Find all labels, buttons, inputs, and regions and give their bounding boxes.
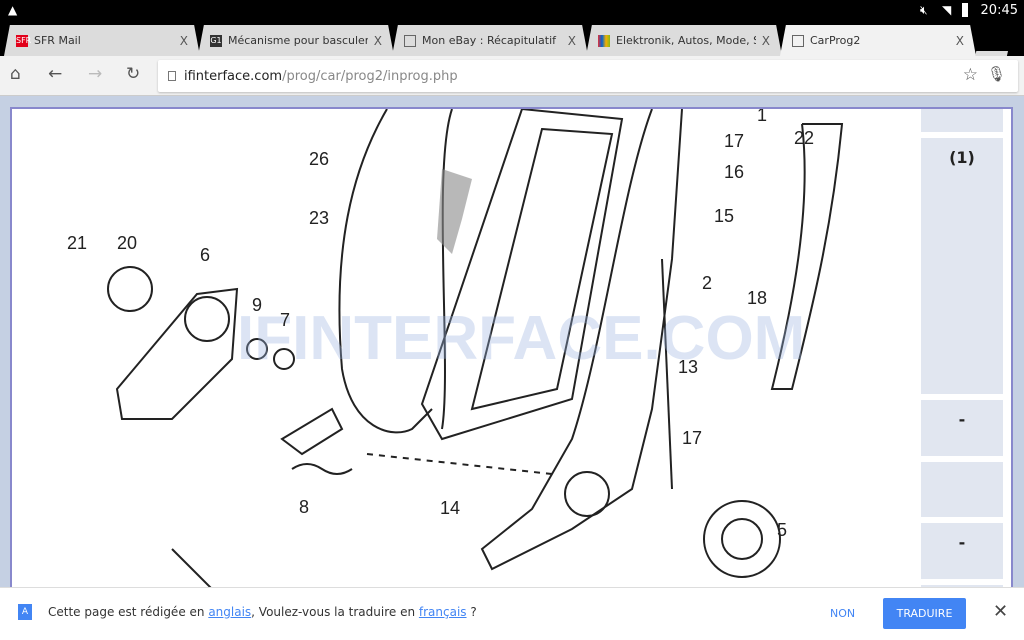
no-button[interactable]: NON [830, 607, 856, 620]
target-language-link[interactable]: français [418, 605, 467, 619]
status-bar: ▲ 🔇︎ ◥ 20:45 [0, 0, 1024, 22]
close-tab-icon[interactable]: X [761, 33, 770, 48]
notification-icon: ▲ [8, 3, 18, 17]
microphone-icon[interactable]: 🎙︎ [986, 65, 1006, 83]
tab-title: Mécanisme pour basculer les [228, 34, 368, 47]
close-tab-icon[interactable]: X [567, 33, 576, 48]
tab-elektronik[interactable]: Elektronik, Autos, Mode, Sa X [586, 25, 782, 56]
url-host: ifinterface.com [184, 68, 283, 84]
callout-5: 5 [777, 520, 787, 540]
back-icon[interactable]: ← [48, 64, 63, 84]
callout-2: 2 [702, 273, 712, 293]
callout-1: 1 [757, 109, 767, 125]
url-path: /prog/car/prog2/inprog.php [282, 68, 458, 84]
message-text: ? [466, 605, 477, 619]
page-icon [404, 34, 416, 47]
message-text: Cette page est rédigée en [48, 605, 209, 619]
side-cell: - [921, 400, 1003, 456]
close-tab-icon[interactable]: X [373, 33, 382, 48]
mute-icon: 🔇︎ [920, 3, 928, 17]
close-tab-icon[interactable]: X [955, 33, 964, 48]
callout-13: 13 [678, 357, 698, 377]
callout-23: 23 [309, 208, 329, 228]
callout-20: 20 [117, 233, 137, 253]
page-icon [168, 71, 176, 81]
callout-18: 18 [747, 288, 767, 308]
callout-21: 21 [67, 233, 87, 253]
seat-frame [420, 109, 624, 441]
side-cell [921, 109, 1003, 132]
source-language-link[interactable]: anglais [208, 605, 252, 619]
browser-toolbar: ⌂ ← → ↻ ifinterface.com/prog/car/prog2/i… [0, 56, 1024, 96]
callout-17: 17 [682, 428, 702, 448]
close-icon[interactable]: ✕ [993, 601, 1009, 622]
side-cell: - [921, 523, 1003, 579]
ebay-bag-icon [598, 34, 610, 47]
side-cell [921, 462, 1003, 517]
callout-8: 8 [299, 497, 309, 517]
side-cell [921, 585, 1003, 587]
bracket-plate [115, 287, 239, 420]
close-tab-icon[interactable]: X [179, 33, 188, 48]
tab-carprog2[interactable]: CarProg2 X [780, 25, 976, 56]
sfr-favicon-icon: SFR [16, 34, 32, 47]
bookmark-star-icon[interactable]: ☆ [962, 65, 978, 85]
g1-favicon-icon: G1 [210, 34, 222, 47]
callout-22: 22 [794, 128, 814, 148]
home-icon[interactable]: ⌂ [10, 64, 21, 84]
callout-9: 9 [252, 295, 262, 315]
message-text: , Voulez-vous la traduire en [251, 605, 419, 619]
tab-mecanisme[interactable]: G1 Mécanisme pour basculer les X [198, 25, 394, 56]
watermark: IFINTERFACE.COM [237, 304, 805, 373]
callout-14: 14 [440, 498, 460, 518]
translate-message: Cette page est rédigée en anglais, Voule… [48, 605, 477, 619]
tab-title: Elektronik, Autos, Mode, Sa [616, 34, 756, 47]
translate-button[interactable]: TRADUIRE [883, 598, 966, 629]
tab-title: SFR Mail [34, 34, 81, 47]
translate-bar: A Cette page est rédigée en anglais, Vou… [0, 587, 1024, 640]
seat-parts-diagram: IFINTERFACE.COM 26 23 21 20 6 97 8 14 1 17 16 15 2 18… [67, 109, 844, 587]
reload-icon[interactable]: ↻ [126, 64, 141, 84]
callout-6: 6 [200, 245, 210, 265]
wifi-icon: ◥ [942, 3, 952, 17]
page-icon [792, 34, 804, 47]
callout-16: 16 [724, 162, 744, 182]
battery-icon [962, 3, 968, 17]
callout-7: 7 [280, 310, 290, 330]
callout-15: 15 [714, 206, 734, 226]
seal-strip [770, 123, 844, 390]
tab-ebay[interactable]: Mon eBay : Récapitulatif X [392, 25, 588, 56]
forward-icon[interactable]: → [88, 64, 103, 84]
callout-26: 26 [309, 149, 329, 169]
callout-17: 17 [724, 131, 744, 151]
tab-title: Mon eBay : Récapitulatif [422, 34, 557, 47]
clock: 20:45 [980, 3, 1018, 18]
seat-back-outline [338, 109, 433, 434]
tab-title: CarProg2 [810, 34, 861, 47]
translate-icon: A [18, 604, 32, 620]
url-bar[interactable]: ifinterface.com/prog/car/prog2/inprog.ph… [158, 60, 1018, 92]
side-cell: (1) [921, 138, 1003, 394]
cover-disc [703, 500, 781, 578]
